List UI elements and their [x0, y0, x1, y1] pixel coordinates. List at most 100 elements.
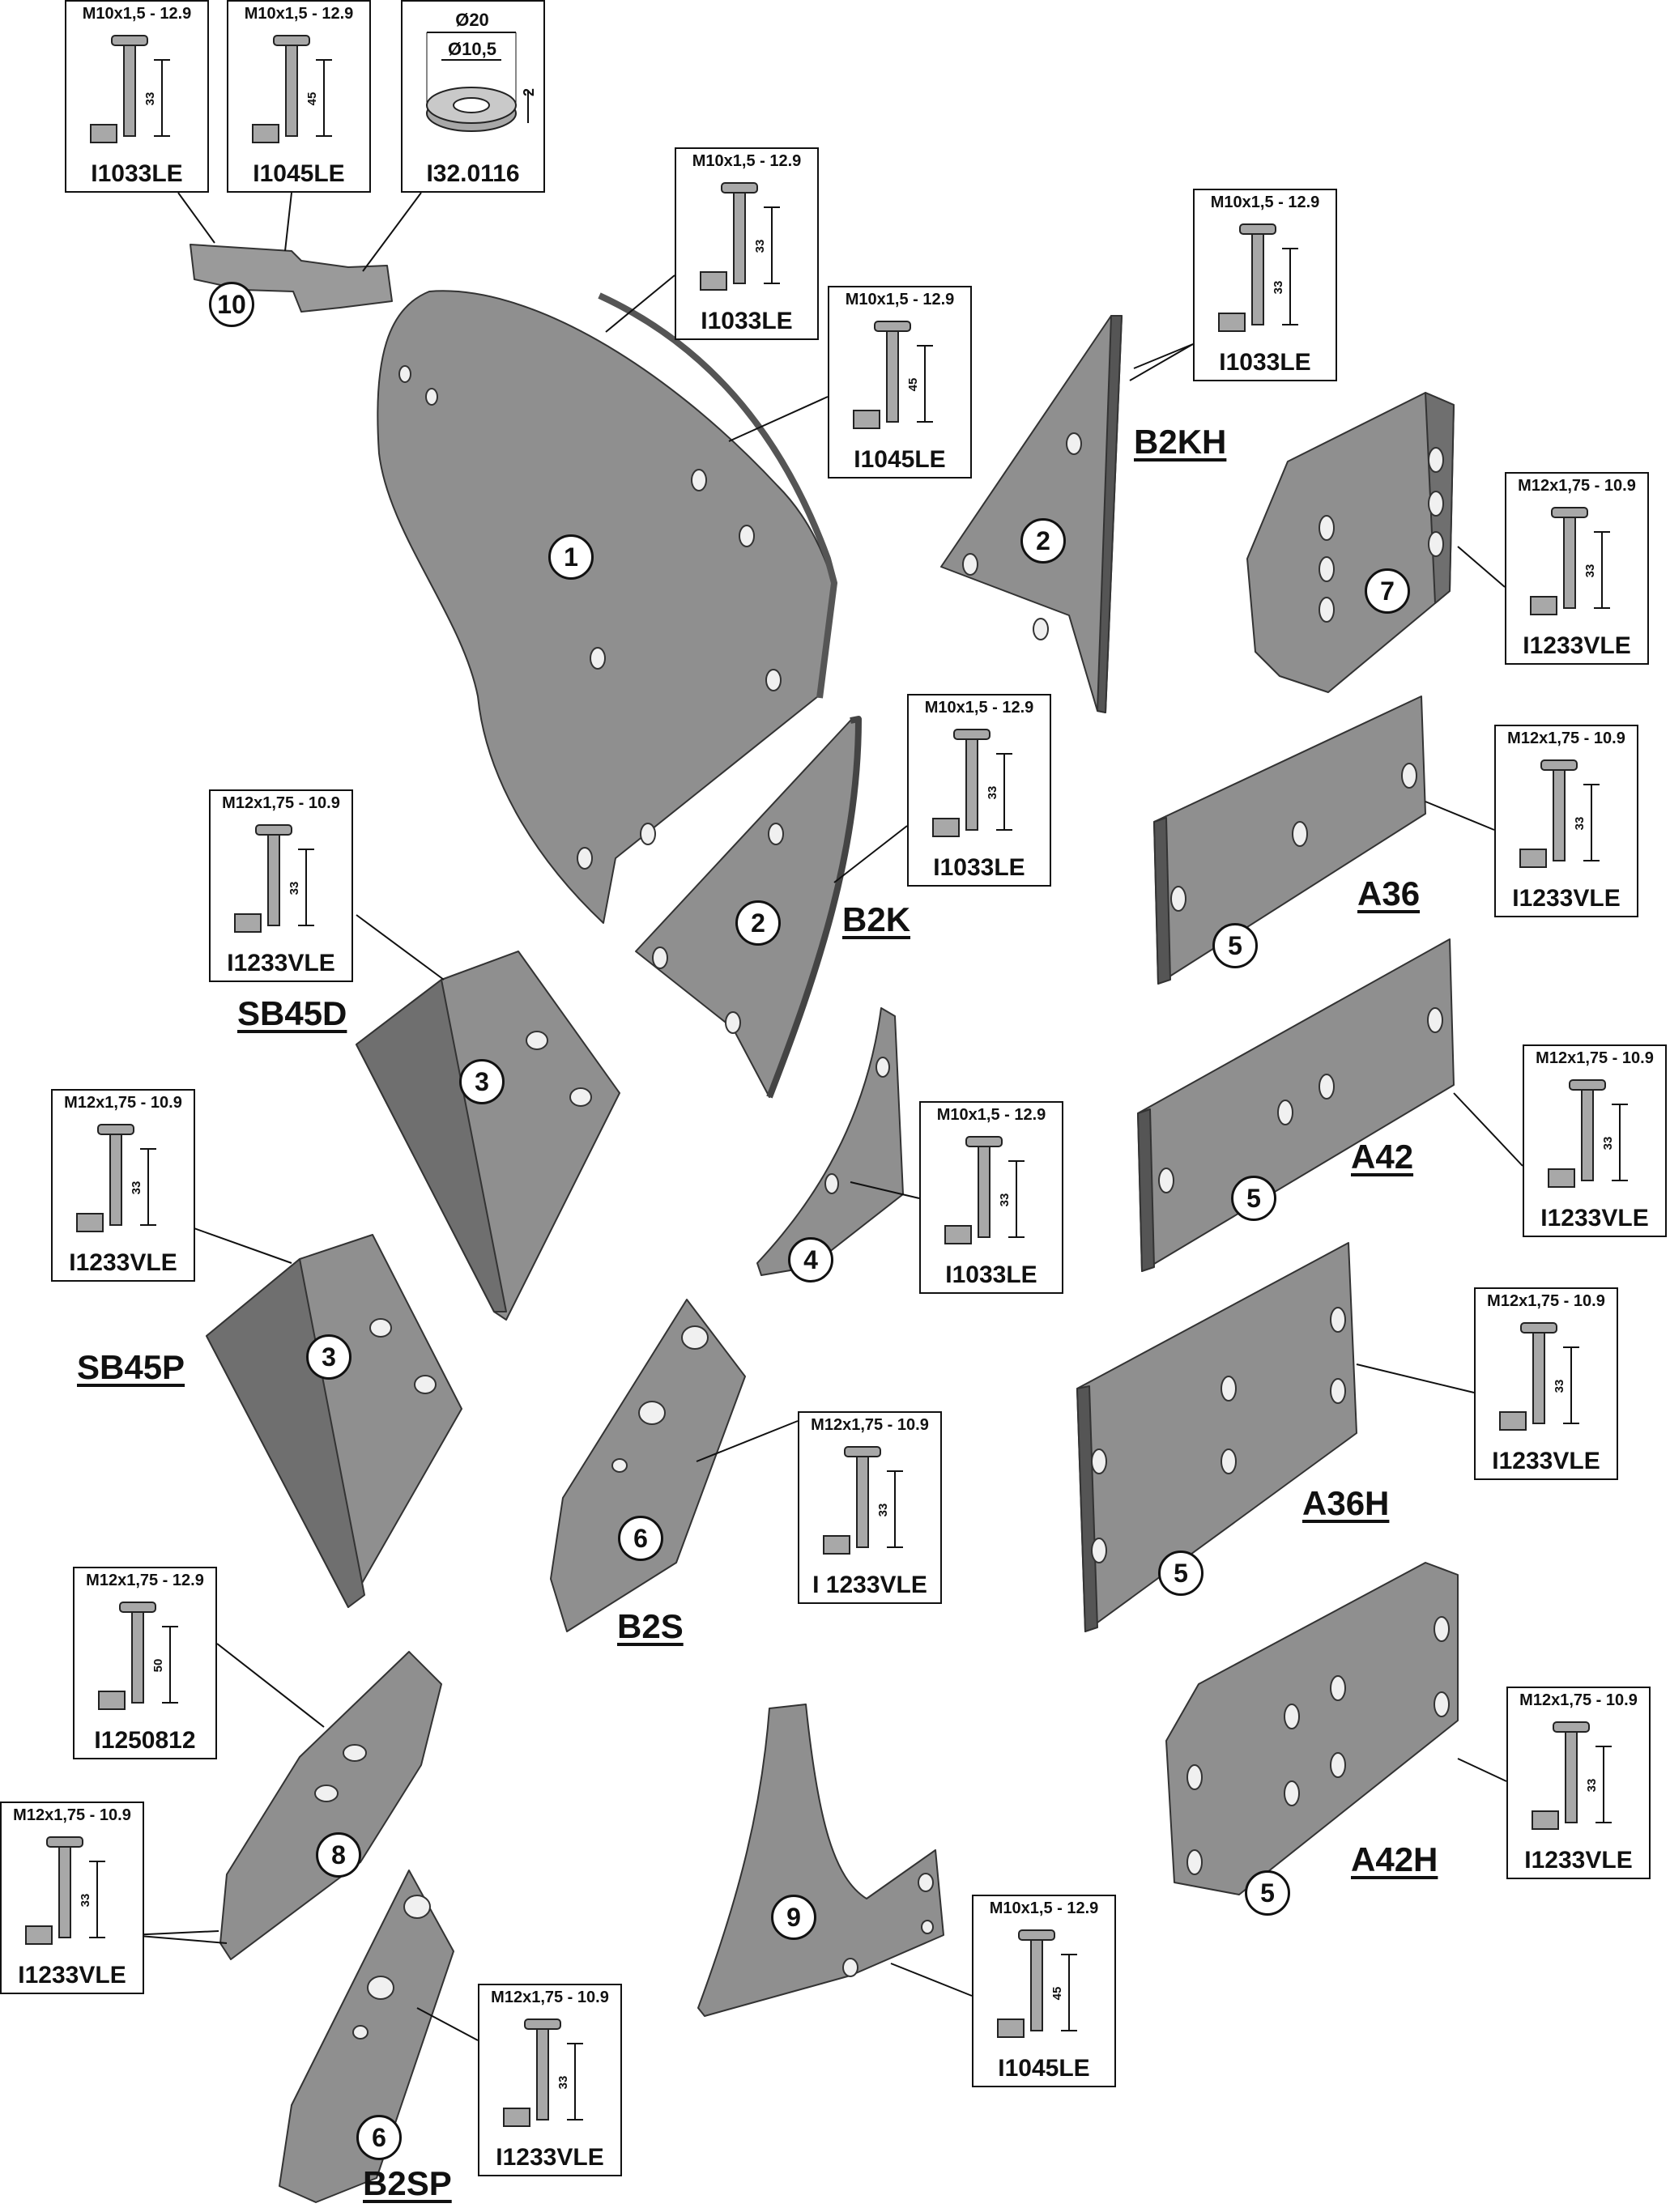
bolt-icon: 50 [98, 1602, 178, 1710]
bolt-spec: M12x1,75 - 12.9 [86, 1572, 204, 1589]
bolt-spec: M12x1,75 - 10.9 [222, 794, 340, 812]
bolt-icon: 33 [1519, 759, 1600, 868]
bolt-length: 33 [998, 1193, 1012, 1207]
part-code: I1045LE [854, 446, 946, 473]
part-number-3: 3 [306, 1334, 351, 1380]
bolt-spec: M10x1,5 - 12.9 [1210, 194, 1320, 211]
callout-box: M10x1,5 - 12.9 45 I1045LE [972, 1895, 1116, 2087]
part-number-3: 3 [459, 1059, 505, 1104]
bolt-icon: 33 [25, 1836, 105, 1945]
point-8-shape [219, 1651, 442, 1960]
part-code: I1233VLE [1523, 632, 1631, 659]
bolt-icon: 33 [944, 1136, 1025, 1244]
bolt-spec: M12x1,75 - 10.9 [13, 1806, 131, 1824]
bolt-length: 45 [305, 92, 319, 106]
bolt-length: 33 [753, 240, 767, 253]
callout-box: M12x1,75 - 10.9 33 I1233VLE [1523, 1044, 1667, 1237]
landside-a42-shape [1137, 938, 1455, 1272]
bolt-length: 45 [906, 378, 920, 392]
plate-7-shape [1246, 392, 1455, 693]
callout-box: M12x1,75 - 10.9 33 I1233VLE [1494, 725, 1638, 917]
callout-box: M12x1,75 - 10.9 33 I1233VLE [1505, 472, 1649, 665]
callout-box: M10x1,5 - 12.9 33 I1033LE [907, 694, 1051, 887]
bolt-spec: M12x1,75 - 10.9 [1507, 730, 1625, 747]
part-code: I1033LE [933, 854, 1025, 881]
bolt-icon: 33 [700, 182, 780, 291]
callout-box: M10x1,5 - 12.9 33 I1033LE [675, 147, 819, 340]
bolt-spec: M12x1,75 - 10.9 [1519, 1691, 1638, 1709]
bolt-spec: M10x1,5 - 12.9 [82, 5, 192, 23]
part-code: I1033LE [1219, 349, 1311, 376]
bolt-length: 33 [1585, 1779, 1599, 1793]
part-code: I32.0116 [426, 160, 520, 187]
bolt-icon: 33 [1218, 223, 1298, 332]
callout-box: M10x1,5 - 12.9 45 I1045LE [227, 0, 371, 193]
bolt-icon: 33 [234, 824, 314, 933]
callout-box: M12x1,75 - 10.9 33 I1233VLE [0, 1802, 144, 1994]
washer-outer-diameter: Ø20 [455, 10, 489, 30]
callout-box: M12x1,75 - 10.9 33 I1233VLE [478, 1984, 622, 2176]
bolt-holes [314, 365, 1450, 2040]
bolt-length: 45 [1050, 1987, 1064, 2001]
bolt-icon: 33 [503, 2018, 583, 2127]
leader-lines [129, 192, 1523, 2041]
bolt-length: 33 [130, 1181, 143, 1195]
callout-box: M12x1,75 - 10.9 33 I 1233VLE [798, 1411, 942, 1604]
part-code: I1045LE [253, 160, 345, 187]
bolt-icon: 33 [1548, 1079, 1628, 1188]
part-number-6: 6 [618, 1516, 663, 1561]
part-code: I1033LE [91, 160, 183, 187]
bolt-spec: M10x1,5 - 12.9 [924, 699, 1034, 717]
callout-box: M10x1,5 - 12.9 33 I1033LE [65, 0, 209, 193]
callout-box: M12x1,75 - 10.9 33 I1233VLE [51, 1089, 195, 1282]
bolt-length: 33 [1601, 1137, 1615, 1151]
label-a36: A36 [1357, 874, 1421, 912]
part-number-2: 2 [735, 900, 781, 946]
part-number-10: 10 [209, 282, 254, 327]
part-number-5: 5 [1231, 1176, 1276, 1221]
bolt-icon: 33 [76, 1124, 156, 1232]
callout-box: M10x1,5 - 12.9 33 I1033LE [919, 1101, 1063, 1294]
bolt-icon: 45 [853, 321, 933, 429]
part-number-9: 9 [771, 1895, 816, 1940]
part-number-1: 1 [548, 534, 594, 580]
bolt-spec: M10x1,5 - 12.9 [692, 152, 802, 170]
part-code: I1233VLE [1512, 885, 1621, 912]
bolt-length: 33 [986, 786, 999, 800]
bolt-icon: 33 [823, 1446, 903, 1555]
label-b2s: B2S [617, 1607, 684, 1645]
label-b2k: B2K [842, 900, 911, 938]
part-number-5: 5 [1245, 1870, 1290, 1916]
bolt-icon: 33 [1530, 507, 1610, 615]
label-a42h: A42H [1351, 1840, 1438, 1878]
bolt-icon: 33 [1499, 1322, 1579, 1431]
part-code: I1045LE [998, 2055, 1090, 2082]
landside-a36-shape [1153, 696, 1426, 985]
bolt-spec: M10x1,5 - 12.9 [845, 291, 955, 308]
bolt-spec: M10x1,5 - 12.9 [244, 5, 354, 23]
bolt-spec: M12x1,75 - 10.9 [491, 1989, 609, 2006]
part-code: I1233VLE [227, 950, 335, 976]
part-code: I 1233VLE [812, 1572, 927, 1598]
bolt-spec: M12x1,75 - 10.9 [1518, 477, 1636, 495]
bolt-spec: M10x1,5 - 12.9 [936, 1106, 1046, 1124]
part-code: I1033LE [701, 308, 793, 334]
moldboard-9-shape [697, 1704, 944, 2017]
bolt-length: 33 [1573, 817, 1587, 831]
callout-box: M12x1,75 - 10.9 33 I1233VLE [209, 789, 353, 982]
bolt-icon: 45 [997, 1929, 1077, 2038]
callout-box: M10x1,5 - 12.9 45 I1045LE [828, 286, 972, 479]
part-code: I1233VLE [18, 1962, 126, 1989]
callout-box: M12x1,75 - 12.9 50 I1250812 [73, 1567, 217, 1759]
bolt-spec: M10x1,5 - 12.9 [989, 1899, 1099, 1917]
bolt-icon: 45 [252, 35, 332, 143]
label-sb45p: SB45P [77, 1348, 185, 1386]
bolt-length: 33 [1272, 281, 1285, 295]
bolt-length: 33 [556, 2076, 570, 2090]
landside-a42h-shape [1165, 1562, 1459, 1895]
part-number-6: 6 [356, 2115, 402, 2160]
bolt-icon: 33 [90, 35, 170, 143]
